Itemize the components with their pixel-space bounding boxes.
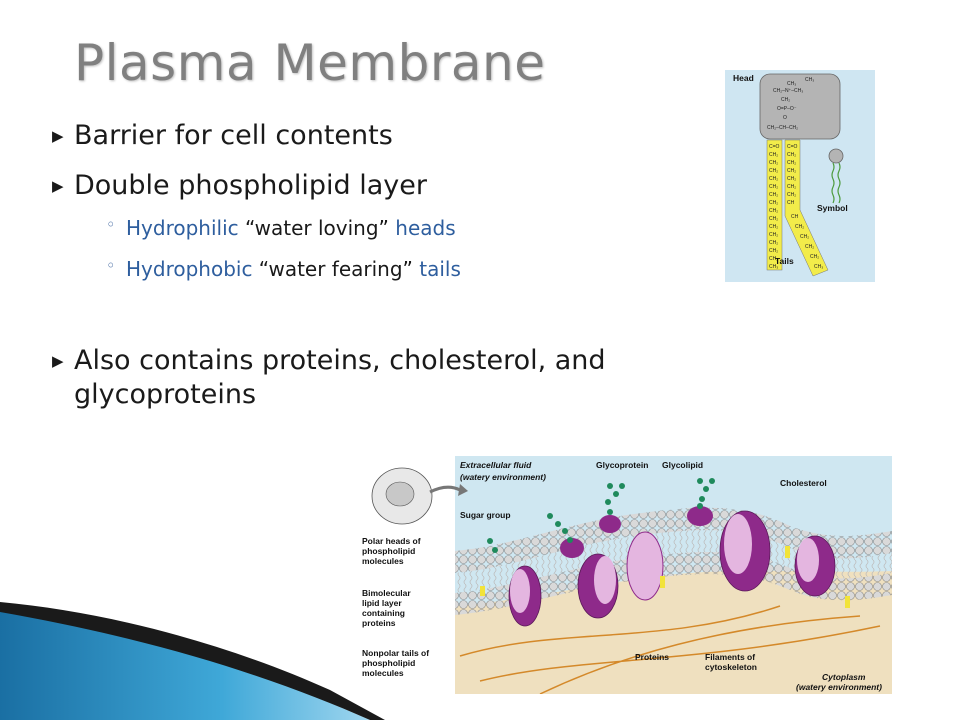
label-bimolecular-1: Bimolecular (362, 588, 411, 598)
label-sugar-group: Sugar group (460, 510, 511, 520)
svg-text:CH: CH (791, 214, 799, 220)
symbol-head-icon (828, 148, 844, 164)
svg-text:CH₂: CH₂ (787, 168, 796, 174)
svg-text:CH₂: CH₂ (769, 216, 778, 222)
ring-bullet-icon: ◦ (106, 215, 116, 234)
label-nonpolar-1: Nonpolar tails of (362, 648, 429, 658)
svg-text:CH₂: CH₂ (769, 240, 778, 246)
head-group (759, 73, 841, 140)
tail-right (784, 139, 829, 277)
label-bimolecular-2: lipid layer (362, 598, 402, 608)
svg-text:CH₂–N⁺–CH₃: CH₂–N⁺–CH₃ (773, 88, 803, 94)
term-heads: heads (395, 216, 456, 240)
svg-text:CH₂: CH₂ (769, 232, 778, 238)
quote-water-loving: “water loving” (238, 216, 396, 240)
label-polar-heads-2: phospholipid (362, 546, 415, 556)
svg-text:CH₂: CH₂ (787, 184, 796, 190)
svg-text:O=P–O⁻: O=P–O⁻ (777, 106, 797, 112)
bullet-text: Also contains proteins, cholesterol, and… (74, 345, 606, 410)
ring-bullet-icon: ◦ (106, 256, 116, 275)
quote-water-fearing: “water fearing” (252, 257, 420, 281)
label-glycoprotein: Glycoprotein (596, 460, 648, 470)
svg-text:CH: CH (787, 200, 795, 206)
svg-text:CH₂: CH₂ (769, 200, 778, 206)
arrow-bullet-icon: ▶ (52, 127, 64, 145)
arrow-bullet-icon: ▶ (52, 352, 64, 370)
svg-text:CH₂: CH₂ (769, 248, 778, 254)
svg-text:CH₂: CH₂ (769, 208, 778, 214)
svg-text:CH₂: CH₂ (787, 160, 796, 166)
svg-text:CH₂: CH₂ (769, 168, 778, 174)
label-cytoplasm-sub: (watery environment) (796, 682, 882, 692)
phospholipid-diagram: Head CH₃ CH₃ CH₂–N⁺–CH₃ CH₂ O=P–O⁻ O CH₂–… (725, 70, 875, 282)
svg-text:CH₃: CH₃ (814, 264, 823, 270)
slide-title: Plasma Membrane (74, 34, 546, 92)
label-polar-heads-1: Polar heads of (362, 536, 421, 546)
membrane-proteins (508, 506, 836, 627)
bullet-also-contains: ▶ Also contains proteins, cholesterol, a… (52, 344, 794, 412)
svg-text:CH₂: CH₂ (769, 152, 778, 158)
label-cholesterol: Cholesterol (780, 478, 827, 488)
tail-left (766, 139, 783, 271)
tails-label: Tails (775, 256, 794, 266)
bullet-phospholipid-layer: ▶ Double phospholipid layer (52, 169, 427, 203)
label-bimolecular-3: containing (362, 608, 405, 618)
svg-text:CH₃: CH₃ (787, 81, 796, 87)
term-hydrophilic: Hydrophilic (126, 216, 239, 240)
arrow-bullet-icon: ▶ (52, 177, 64, 195)
label-glycolipid: Glycolipid (662, 460, 703, 470)
term-tails: tails (419, 257, 461, 281)
svg-text:CH₂: CH₂ (800, 234, 809, 240)
plasma-membrane-diagram: Extracellular fluid (watery environment)… (362, 456, 892, 694)
label-cytoplasm: Cytoplasm (822, 672, 866, 682)
svg-text:CH₂: CH₂ (769, 192, 778, 198)
label-bimolecular-4: proteins (362, 618, 396, 628)
cell-inset-drawing (371, 467, 468, 525)
svg-text:CH₂: CH₂ (787, 152, 796, 158)
label-extracellular: Extracellular fluid (460, 460, 532, 470)
subbullet-hydrophilic: ◦ Hydrophilic “water loving” heads (106, 215, 456, 240)
term-hydrophobic: Hydrophobic (126, 257, 253, 281)
label-extracellular-sub: (watery environment) (460, 472, 546, 482)
svg-text:CH₂: CH₂ (810, 254, 819, 260)
label-filaments-2: cytoskeleton (705, 662, 757, 672)
svg-text:CH₂: CH₂ (769, 224, 778, 230)
svg-text:C=O: C=O (769, 144, 780, 150)
svg-text:CH₂–CH–CH₂: CH₂–CH–CH₂ (767, 125, 798, 131)
svg-text:CH₂: CH₂ (769, 256, 778, 262)
svg-text:C=O: C=O (787, 144, 798, 150)
svg-text:CH₂: CH₂ (769, 160, 778, 166)
bullet-text: Barrier for cell contents (74, 120, 393, 151)
label-nonpolar-2: phospholipid (362, 658, 415, 668)
label-polar-heads-3: molecules (362, 556, 404, 566)
svg-text:CH₂: CH₂ (795, 224, 804, 230)
bullet-barrier: ▶ Barrier for cell contents (52, 119, 393, 153)
svg-text:O: O (783, 115, 787, 121)
svg-text:CH₂: CH₂ (769, 184, 778, 190)
svg-text:CH₂: CH₂ (787, 192, 796, 198)
sugar-chains (487, 478, 715, 553)
svg-text:CH₂: CH₂ (781, 97, 790, 103)
svg-text:CH₃: CH₃ (805, 77, 814, 83)
label-proteins: Proteins (635, 652, 669, 662)
head-label: Head (733, 73, 754, 83)
subbullet-hydrophobic: ◦ Hydrophobic “water fearing” tails (106, 256, 461, 281)
label-filaments-1: Filaments of (705, 652, 755, 662)
symbol-label: Symbol (817, 203, 848, 213)
svg-text:CH₂: CH₂ (805, 244, 814, 250)
svg-text:CH₂: CH₂ (769, 176, 778, 182)
svg-text:CH₃: CH₃ (769, 264, 778, 270)
bullet-text: Double phospholipid layer (74, 170, 427, 201)
svg-text:CH₂: CH₂ (787, 176, 796, 182)
label-nonpolar-3: molecules (362, 668, 404, 678)
